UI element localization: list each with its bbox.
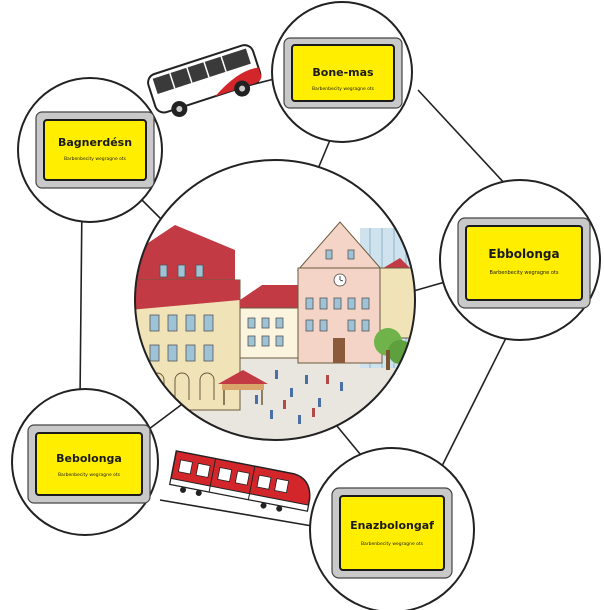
sign-right-title: Ebbolonga [488, 247, 559, 261]
line-right-bottomright [439, 319, 516, 471]
line-bottomleft-bottomright-train [159, 499, 319, 528]
town-node-left: Bagnerdésn Barbenbecity wegragne ots [17, 77, 163, 223]
sign-top-title: Bone-mas [312, 66, 374, 79]
town-node-bottom-left: Bebolonga Barbenbecity wegragne ots [11, 388, 159, 536]
town-node-right: Ebbolonga Barbenbecity wegragne ots [439, 179, 601, 341]
sign-bottom-right-title: Enazbolongaf [350, 519, 434, 532]
sign-top-subtitle: Barbenbecity wegragne ots [312, 86, 375, 92]
town-node-top: Bone-mas Barbenbecity wegragne ots [271, 1, 413, 143]
sign-left-subtitle: Barbenbecity wegragne ots [64, 156, 127, 162]
sign-bottom-left-title: Bebolonga [56, 452, 122, 465]
town-square-illustration [134, 159, 416, 441]
line-right-center [409, 281, 446, 293]
sign-bottom-left-subtitle: Barbenbecity wegragne ots [58, 472, 121, 478]
bus-icon [147, 44, 262, 117]
line-bottomleft-center [144, 401, 186, 433]
sign-left-title: Bagnerdésn [58, 136, 132, 149]
line-bottomright-center [331, 419, 366, 461]
sign-right-subtitle: Barbenbecity wegragne ots [490, 270, 559, 276]
town-node-bottom-right: Enazbolongaf Barbenbecity wegragne ots [309, 447, 475, 610]
line-left-bottomleft [79, 199, 83, 401]
sign-bottom-right-subtitle: Barbenbecity wegragne ots [361, 541, 424, 547]
train-icon [168, 450, 311, 512]
